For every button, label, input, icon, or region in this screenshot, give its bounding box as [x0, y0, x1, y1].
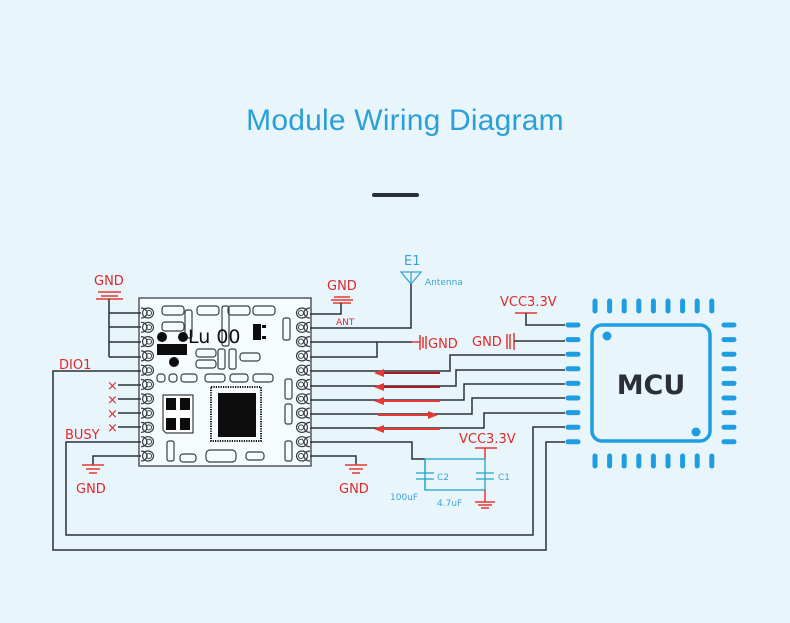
- nc-mark: ×: [107, 407, 118, 422]
- left-pin-pads: [140, 307, 155, 462]
- vcc-label-mcu: VCC3.3V: [500, 295, 557, 310]
- pin-pad: [295, 321, 311, 333]
- right-wiring: GND ANT E1 Antenna GND: [310, 254, 565, 497]
- busy-label: BUSY: [65, 428, 100, 443]
- gnd-label-right-side: GND: [428, 337, 458, 352]
- nc-pins: × × × ×: [107, 379, 141, 436]
- vcc-label-caps: VCC3.3V: [459, 432, 516, 447]
- gnd-label-left-top: GND: [94, 274, 124, 289]
- dio1-label: DIO1: [59, 358, 91, 373]
- pin-pad: [140, 378, 155, 391]
- signal-arrows: [374, 369, 440, 433]
- pin-pad: [140, 436, 155, 448]
- pin-pad: [295, 307, 311, 319]
- mcu-chip: MCU: [565, 298, 737, 469]
- antenna-ref: E1: [404, 254, 421, 269]
- nc-mark: ×: [107, 379, 118, 394]
- gnd-label-right-bottom: GND: [339, 482, 369, 497]
- pin-pad: [295, 393, 311, 405]
- pin-pad: [140, 450, 155, 462]
- mcu-power: VCC3.3V GND: [472, 295, 565, 350]
- pin-pad: [140, 321, 155, 333]
- gnd-label-mcu: GND: [472, 335, 502, 350]
- pin-pad: [295, 436, 311, 448]
- pin-pad: [140, 364, 155, 376]
- module-board: [138, 297, 312, 467]
- module-components: Lu 00: [156, 305, 293, 463]
- antenna-label: Antenna: [425, 278, 463, 288]
- mcu-body: [590, 323, 712, 443]
- pin-pad: [295, 421, 311, 433]
- pin-pad: [295, 364, 311, 376]
- pin-pad: [140, 307, 155, 319]
- pin-pad: [295, 378, 311, 391]
- page-title: Module Wiring Diagram: [246, 104, 564, 137]
- lora-module: Lu 00: [138, 297, 312, 467]
- ant-label: ANT: [336, 318, 355, 328]
- transceiver-chip: [210, 386, 262, 442]
- c2-ref: C2: [437, 473, 449, 483]
- gnd-label-right-top: GND: [327, 279, 357, 294]
- c1-ref: C1: [498, 473, 510, 483]
- pin-pad: [295, 450, 311, 462]
- pin-pad: [140, 350, 155, 362]
- module-silk-label: Lu 00: [188, 326, 241, 348]
- pin-pad: [295, 336, 311, 348]
- pin-pad: [295, 350, 311, 362]
- pin-pad: [295, 407, 311, 419]
- nc-mark: ×: [107, 393, 118, 408]
- mcu-label: MCU: [617, 370, 686, 401]
- decoupling-capacitors: VCC3.3V C2 100uF C1 4.7uF: [390, 432, 516, 509]
- pin-pad: [140, 407, 155, 419]
- right-pin-pads: [295, 307, 311, 462]
- gnd-label-left-bottom: GND: [76, 482, 106, 497]
- c2-value: 100uF: [390, 493, 418, 503]
- title-divider: [372, 193, 419, 197]
- left-wiring: GND DIO1 × × × × BUSY GND: [52, 274, 565, 551]
- crystal-component: [162, 394, 194, 434]
- pin-pad: [140, 393, 155, 405]
- pin-pad: [140, 336, 155, 348]
- nc-mark: ×: [107, 421, 118, 436]
- mcu-pins: [565, 298, 737, 469]
- pin-pad: [140, 421, 155, 433]
- c1-value: 4.7uF: [437, 499, 462, 509]
